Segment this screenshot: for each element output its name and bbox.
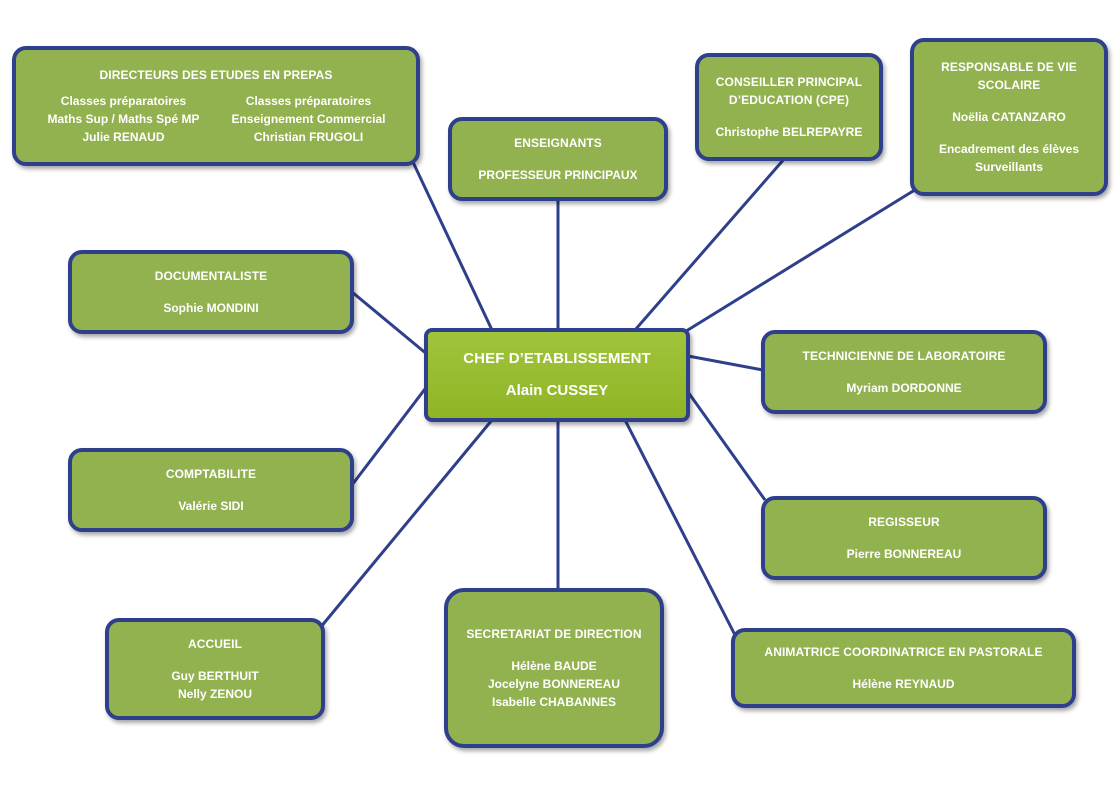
accueil-name-2: Nelly ZENOU bbox=[177, 687, 252, 701]
cpe-title-1: CONSEILLER PRINCIPAL bbox=[715, 75, 863, 89]
secretariat-name-2: Jocelyne BONNEREAU bbox=[487, 677, 621, 691]
connector-comptabilite bbox=[350, 384, 430, 486]
directeurs-left-name: Julie RENAUD bbox=[82, 130, 165, 144]
box-documentaliste: DOCUMENTALISTE Sophie MONDINI bbox=[68, 250, 354, 334]
vie-scolaire-title-1: RESPONSABLE DE VIE bbox=[941, 60, 1077, 74]
documentaliste-title: DOCUMENTALISTE bbox=[154, 269, 268, 283]
enseignants-title: ENSEIGNANTS bbox=[514, 136, 602, 150]
vie-scolaire-name: Noëlia CATANZARO bbox=[952, 110, 1066, 124]
box-animatrice-pastorale: ANIMATRICE COORDINATRICE EN PASTORALE Hé… bbox=[731, 628, 1076, 708]
directeurs-right-line-1: Classes préparatoires bbox=[245, 94, 372, 108]
secretariat-title: SECRETARIAT DE DIRECTION bbox=[466, 627, 642, 641]
accueil-name-1: Guy BERTHUIT bbox=[171, 669, 259, 683]
technicienne-title: TECHNICIENNE DE LABORATOIRE bbox=[802, 349, 1006, 363]
connector-technicienne bbox=[687, 354, 764, 372]
vie-scolaire-sub-1: Encadrement des élèves bbox=[938, 142, 1080, 156]
secretariat-name-1: Hélène BAUDE bbox=[511, 659, 597, 673]
directeurs-left-line-1: Classes préparatoires bbox=[60, 94, 187, 108]
chef-name: Alain CUSSEY bbox=[505, 382, 609, 399]
secretariat-name-3: Isabelle CHABANNES bbox=[491, 695, 617, 709]
regisseur-title: REGISSEUR bbox=[868, 515, 940, 529]
box-comptabilite: COMPTABILITE Valérie SIDI bbox=[68, 448, 354, 532]
connector-accueil bbox=[318, 419, 494, 629]
cpe-title-2: D’EDUCATION (CPE) bbox=[728, 93, 850, 107]
directeurs-left-line-2: Maths Sup / Maths Spé MP bbox=[47, 112, 200, 126]
directeurs-title: DIRECTEURS DES ETUDES EN PREPAS bbox=[99, 68, 333, 82]
box-enseignants: ENSEIGNANTS PROFESSEUR PRINCIPAUX bbox=[448, 117, 668, 201]
box-accueil: ACCUEIL Guy BERTHUIT Nelly ZENOU bbox=[105, 618, 325, 720]
enseignants-sub: PROFESSEUR PRINCIPAUX bbox=[478, 168, 638, 182]
cpe-name: Christophe BELREPAYRE bbox=[715, 125, 863, 139]
directeurs-right-name: Christian FRUGOLI bbox=[253, 130, 364, 144]
connector-documentaliste bbox=[351, 290, 429, 357]
box-technicienne-laboratoire: TECHNICIENNE DE LABORATOIRE Myriam DORDO… bbox=[761, 330, 1047, 414]
pastorale-title: ANIMATRICE COORDINATRICE EN PASTORALE bbox=[764, 645, 1043, 659]
box-cpe: CONSEILLER PRINCIPAL D’EDUCATION (CPE) C… bbox=[695, 53, 883, 161]
connector-cpe bbox=[633, 157, 787, 331]
box-vie-scolaire: RESPONSABLE DE VIE SCOLAIRE Noëlia CATAN… bbox=[910, 38, 1108, 196]
connector-directeurs bbox=[410, 159, 494, 331]
pastorale-name: Hélène REYNAUD bbox=[852, 677, 955, 691]
connector-pastorale bbox=[623, 419, 737, 636]
accueil-title: ACCUEIL bbox=[187, 637, 243, 651]
box-directeurs-etudes: DIRECTEURS DES ETUDES EN PREPAS Classes … bbox=[12, 46, 420, 166]
directeurs-right-line-2: Enseignement Commercial bbox=[231, 112, 386, 126]
vie-scolaire-sub-2: Surveillants bbox=[974, 160, 1044, 174]
connector-vie-scolaire bbox=[682, 186, 919, 335]
documentaliste-name: Sophie MONDINI bbox=[163, 301, 259, 315]
vie-scolaire-title-2: SCOLAIRE bbox=[977, 78, 1041, 92]
regisseur-name: Pierre BONNEREAU bbox=[846, 547, 962, 561]
box-secretariat-direction: SECRETARIAT DE DIRECTION Hélène BAUDE Jo… bbox=[444, 588, 664, 748]
technicienne-name: Myriam DORDONNE bbox=[846, 381, 962, 395]
box-regisseur: REGISSEUR Pierre BONNEREAU bbox=[761, 496, 1047, 580]
comptabilite-name: Valérie SIDI bbox=[178, 499, 244, 513]
connector-regisseur bbox=[686, 391, 767, 501]
box-chef-etablissement: CHEF D’ETABLISSEMENT Alain CUSSEY bbox=[424, 328, 690, 422]
chef-title: CHEF D’ETABLISSEMENT bbox=[463, 350, 651, 367]
comptabilite-title: COMPTABILITE bbox=[165, 467, 257, 481]
